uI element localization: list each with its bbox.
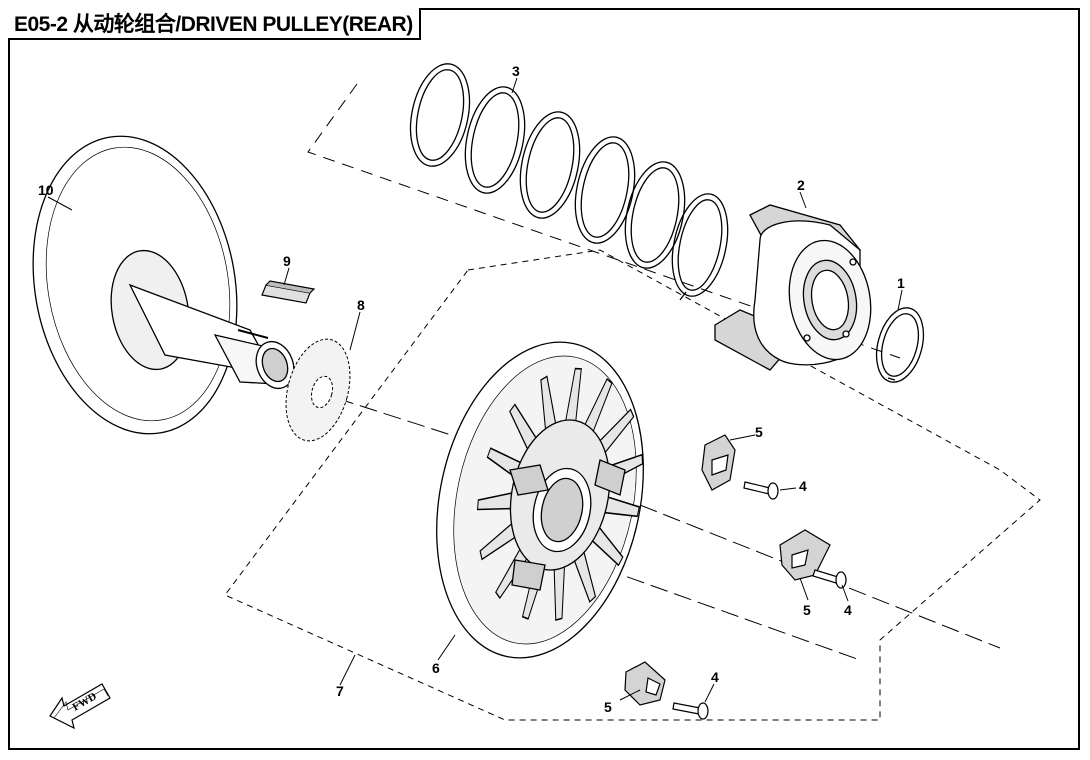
callout-labels: 3 2 1 10 9 8 5 4 5 4 4 5 6 7 <box>38 63 905 715</box>
callout-4-middle: 4 <box>844 602 852 618</box>
page-title: E05-2 从动轮组合/DRIVEN PULLEY(REAR) <box>14 13 413 36</box>
callout-5-lower: 5 <box>604 699 612 715</box>
fixed-sheave-with-shaft <box>32 135 297 435</box>
callout-1: 1 <box>897 275 905 291</box>
slider-part-upper <box>701 434 736 491</box>
spring-part <box>409 63 729 301</box>
callout-4-upper: 4 <box>799 478 807 494</box>
callout-2: 2 <box>797 177 805 193</box>
screw-part-upper <box>743 481 779 500</box>
key-part <box>261 280 316 304</box>
cam-part <box>714 204 872 371</box>
callout-7: 7 <box>336 683 344 699</box>
slider-part-lower <box>624 661 666 706</box>
washer-part <box>285 338 351 442</box>
callout-3: 3 <box>512 63 520 79</box>
fwd-arrow-icon: FWD <box>49 683 111 730</box>
leader-lines <box>47 77 903 703</box>
screw-part-lower <box>672 702 709 720</box>
callout-5-upper: 5 <box>755 424 763 440</box>
title-box: E05-2 从动轮组合/DRIVEN PULLEY(REAR) <box>8 8 421 40</box>
callout-4-lower: 4 <box>711 669 719 685</box>
drawing-frame <box>8 8 1080 750</box>
screw-part-middle <box>812 569 847 589</box>
callout-6: 6 <box>432 660 440 676</box>
callout-9: 9 <box>283 253 291 269</box>
callout-8: 8 <box>357 297 365 313</box>
callout-10: 10 <box>38 182 54 198</box>
callout-5-middle: 5 <box>803 602 811 618</box>
circlip-part <box>875 307 925 383</box>
movable-sheave-part <box>436 341 644 659</box>
